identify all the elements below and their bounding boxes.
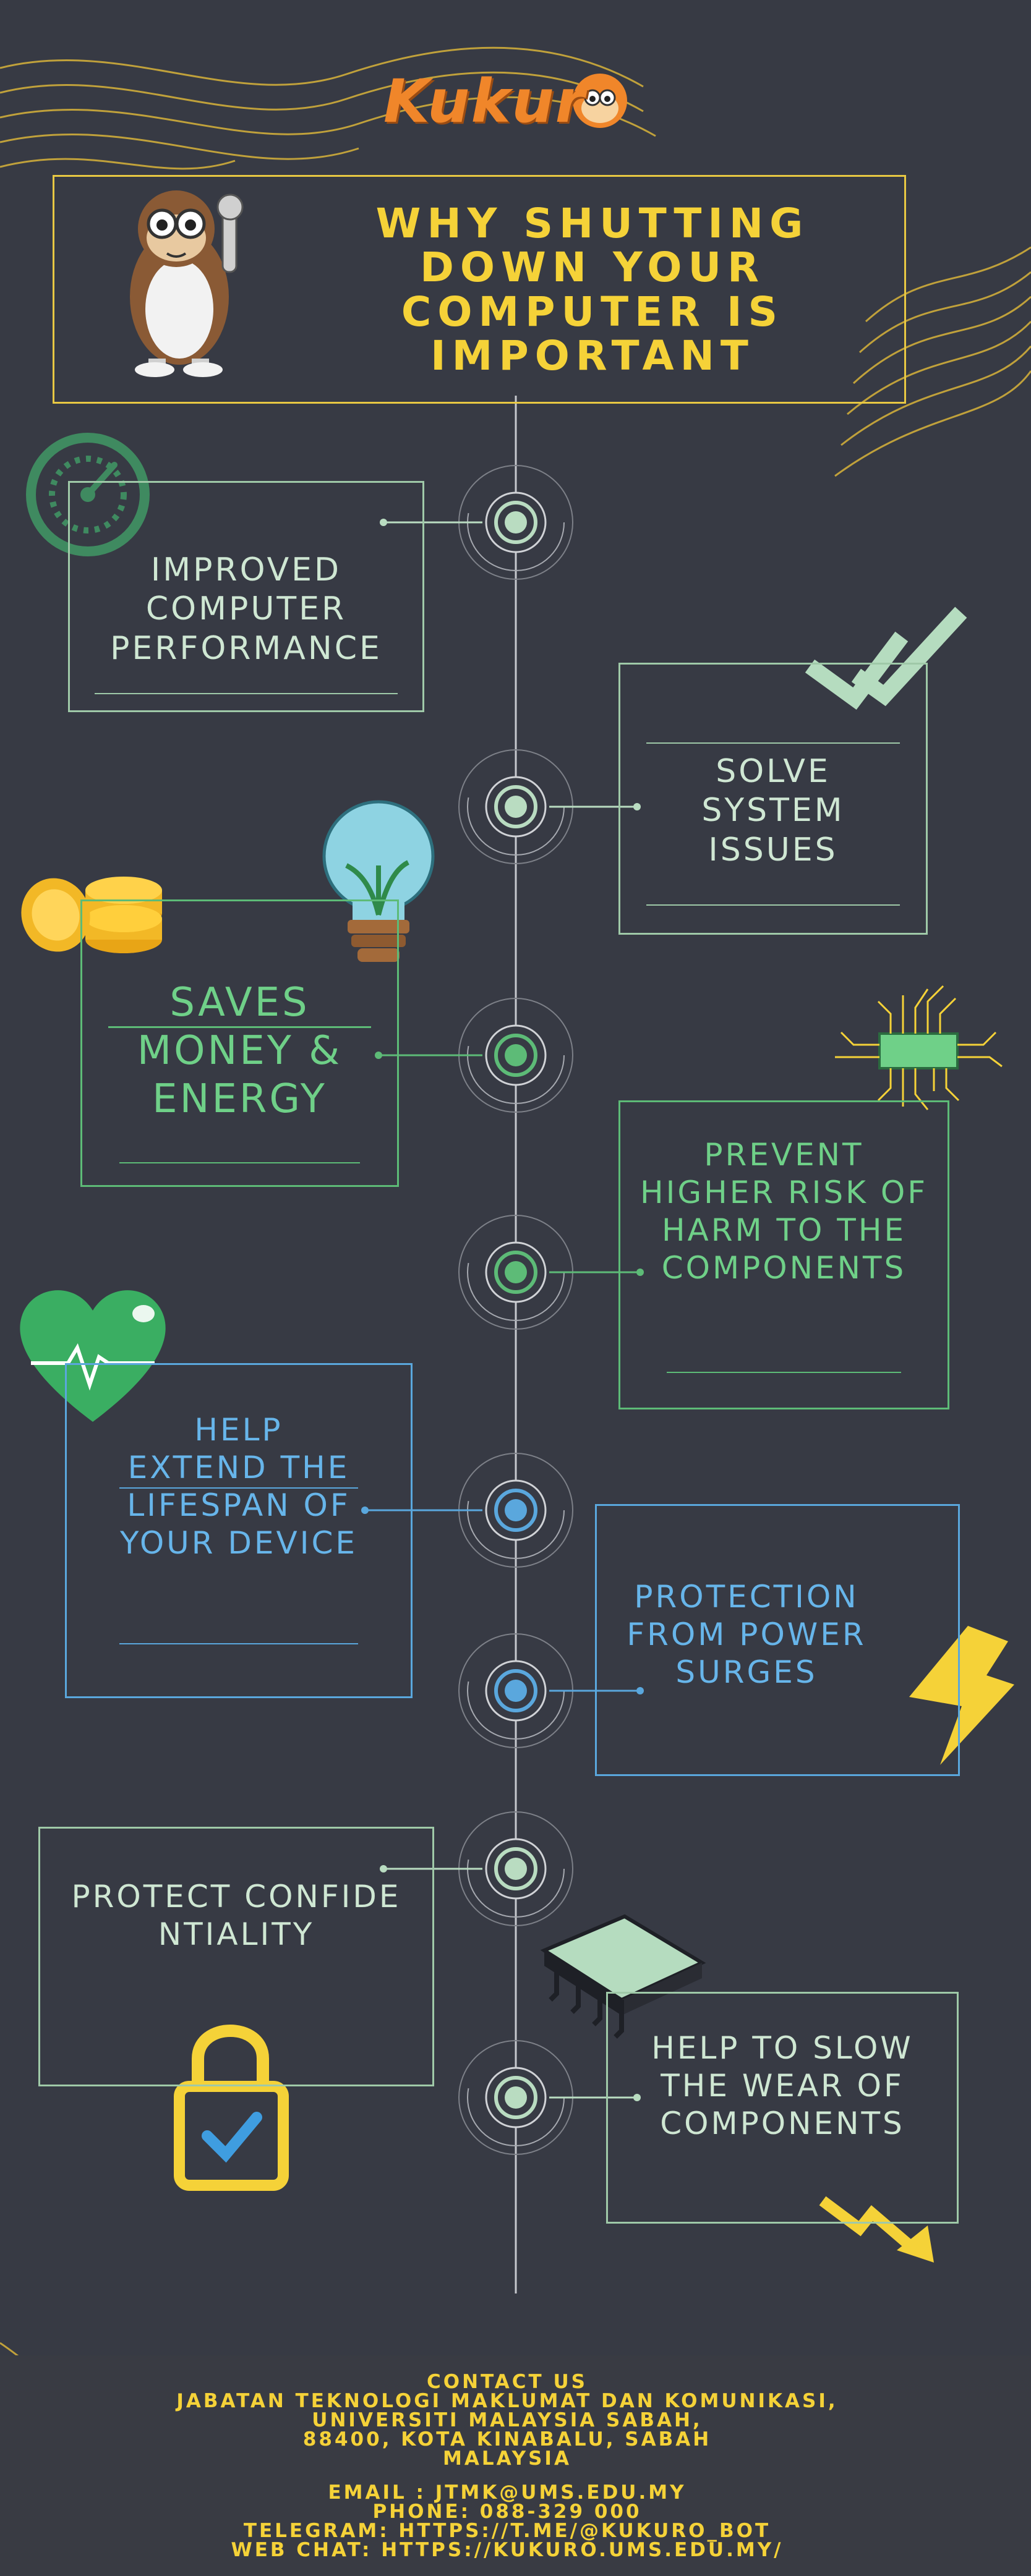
reason-label: SOLVE SYSTEM ISSUES	[701, 753, 845, 869]
divider	[95, 693, 398, 694]
divider	[119, 1643, 358, 1644]
logo-monkey-icon	[573, 74, 627, 128]
reason-label: HELP EXTEND THE LIFESPAN OF YOUR DEVICE	[120, 1412, 357, 1561]
divider	[119, 1162, 360, 1163]
reason-label: PREVENT HIGHER RISK OF HARM TO THE COMPO…	[640, 1137, 928, 1286]
lightning-icon	[909, 1626, 1014, 1765]
contact-webchat[interactable]: WEB CHAT: HTTPS://KUKURO.UMS.EDU.MY/	[231, 2539, 784, 2561]
lightbulb-icon	[322, 800, 435, 962]
footer	[0, 2355, 1031, 2576]
contact-heading: CONTACT US	[427, 2371, 588, 2393]
contact-block: CONTACT US JABATAN TEKNOLOGI MAKLUMAT DA…	[142, 2373, 872, 2560]
reason-card-performance: IMPROVED COMPUTER PERFORMANCE	[68, 481, 424, 712]
reason-label: PROTECTION FROM POWER SURGES	[627, 1579, 866, 1690]
contact-org-line: 88400, KOTA KINABALU, SABAH	[302, 2428, 712, 2451]
contact-org-line: MALAYSIA	[443, 2447, 571, 2470]
timeline-node	[458, 1453, 573, 1568]
divider	[119, 1487, 358, 1489]
timeline-node	[458, 998, 573, 1113]
reason-card-confidentiality: PROTECT CONFIDENTIALITY	[38, 1827, 434, 2086]
speedometer-icon	[26, 433, 150, 556]
timeline-nodes	[458, 465, 573, 2155]
double-check-icon	[805, 606, 967, 710]
timeline-node	[458, 749, 573, 864]
timeline-node	[458, 465, 573, 580]
reason-label: HELP TO SLOW THE WEAR OF COMPONENTS	[651, 2030, 913, 2141]
reason-label: SAVES MONEY & ENERGY	[137, 980, 343, 1123]
contact-org-line: JABATAN TEKNOLOGI MAKLUMAT DAN KOMUNIKAS…	[176, 2390, 838, 2412]
top-wave-lines	[0, 46, 1031, 477]
chip-trend-down-icon	[540, 1914, 934, 2263]
padlock-icon	[174, 2025, 289, 2191]
reason-card-lifespan: HELP EXTEND THE LIFESPAN OF YOUR DEVICE	[65, 1363, 413, 1698]
divider	[667, 1372, 901, 1373]
divider	[646, 904, 900, 906]
mascot-icon	[130, 190, 244, 377]
reason-card-prevent-harm: PREVENT HIGHER RISK OF HARM TO THE COMPO…	[618, 1100, 949, 1409]
contact-phone[interactable]: PHONE: 088-329 000	[372, 2501, 642, 2523]
brand-logo: Kukur	[383, 67, 586, 136]
reason-card-power-surges: PROTECTION FROM POWER SURGES	[595, 1504, 960, 1776]
coins-icon	[21, 877, 162, 953]
title-box: WHY SHUTTING DOWN YOUR COMPUTER IS IMPOR…	[53, 175, 906, 404]
microchip-icon	[835, 985, 1003, 1110]
reason-label: PROTECT CONFIDENTIALITY	[71, 1879, 401, 1952]
divider	[646, 742, 900, 744]
contact-telegram[interactable]: TELEGRAM: HTTPS://T.ME/@KUKURO_BOT	[243, 2520, 771, 2542]
reason-card-money-energy: SAVES MONEY & ENERGY	[80, 899, 399, 1187]
divider	[108, 1026, 371, 1028]
timeline-node	[458, 1811, 573, 1926]
contact-org-line: UNIVERSITI MALAYSIA SABAH,	[312, 2409, 703, 2431]
reason-label: IMPROVED COMPUTER PERFORMANCE	[110, 551, 382, 667]
reason-card-slow-wear: HELP TO SLOW THE WEAR OF COMPONENTS	[606, 1992, 959, 2224]
reason-card-system-issues: SOLVE SYSTEM ISSUES	[618, 663, 928, 935]
contact-email[interactable]: EMAIL : JTMK@UMS.EDU.MY	[328, 2481, 687, 2504]
page-title: WHY SHUTTING DOWN YOUR COMPUTER IS IMPOR…	[375, 200, 810, 380]
